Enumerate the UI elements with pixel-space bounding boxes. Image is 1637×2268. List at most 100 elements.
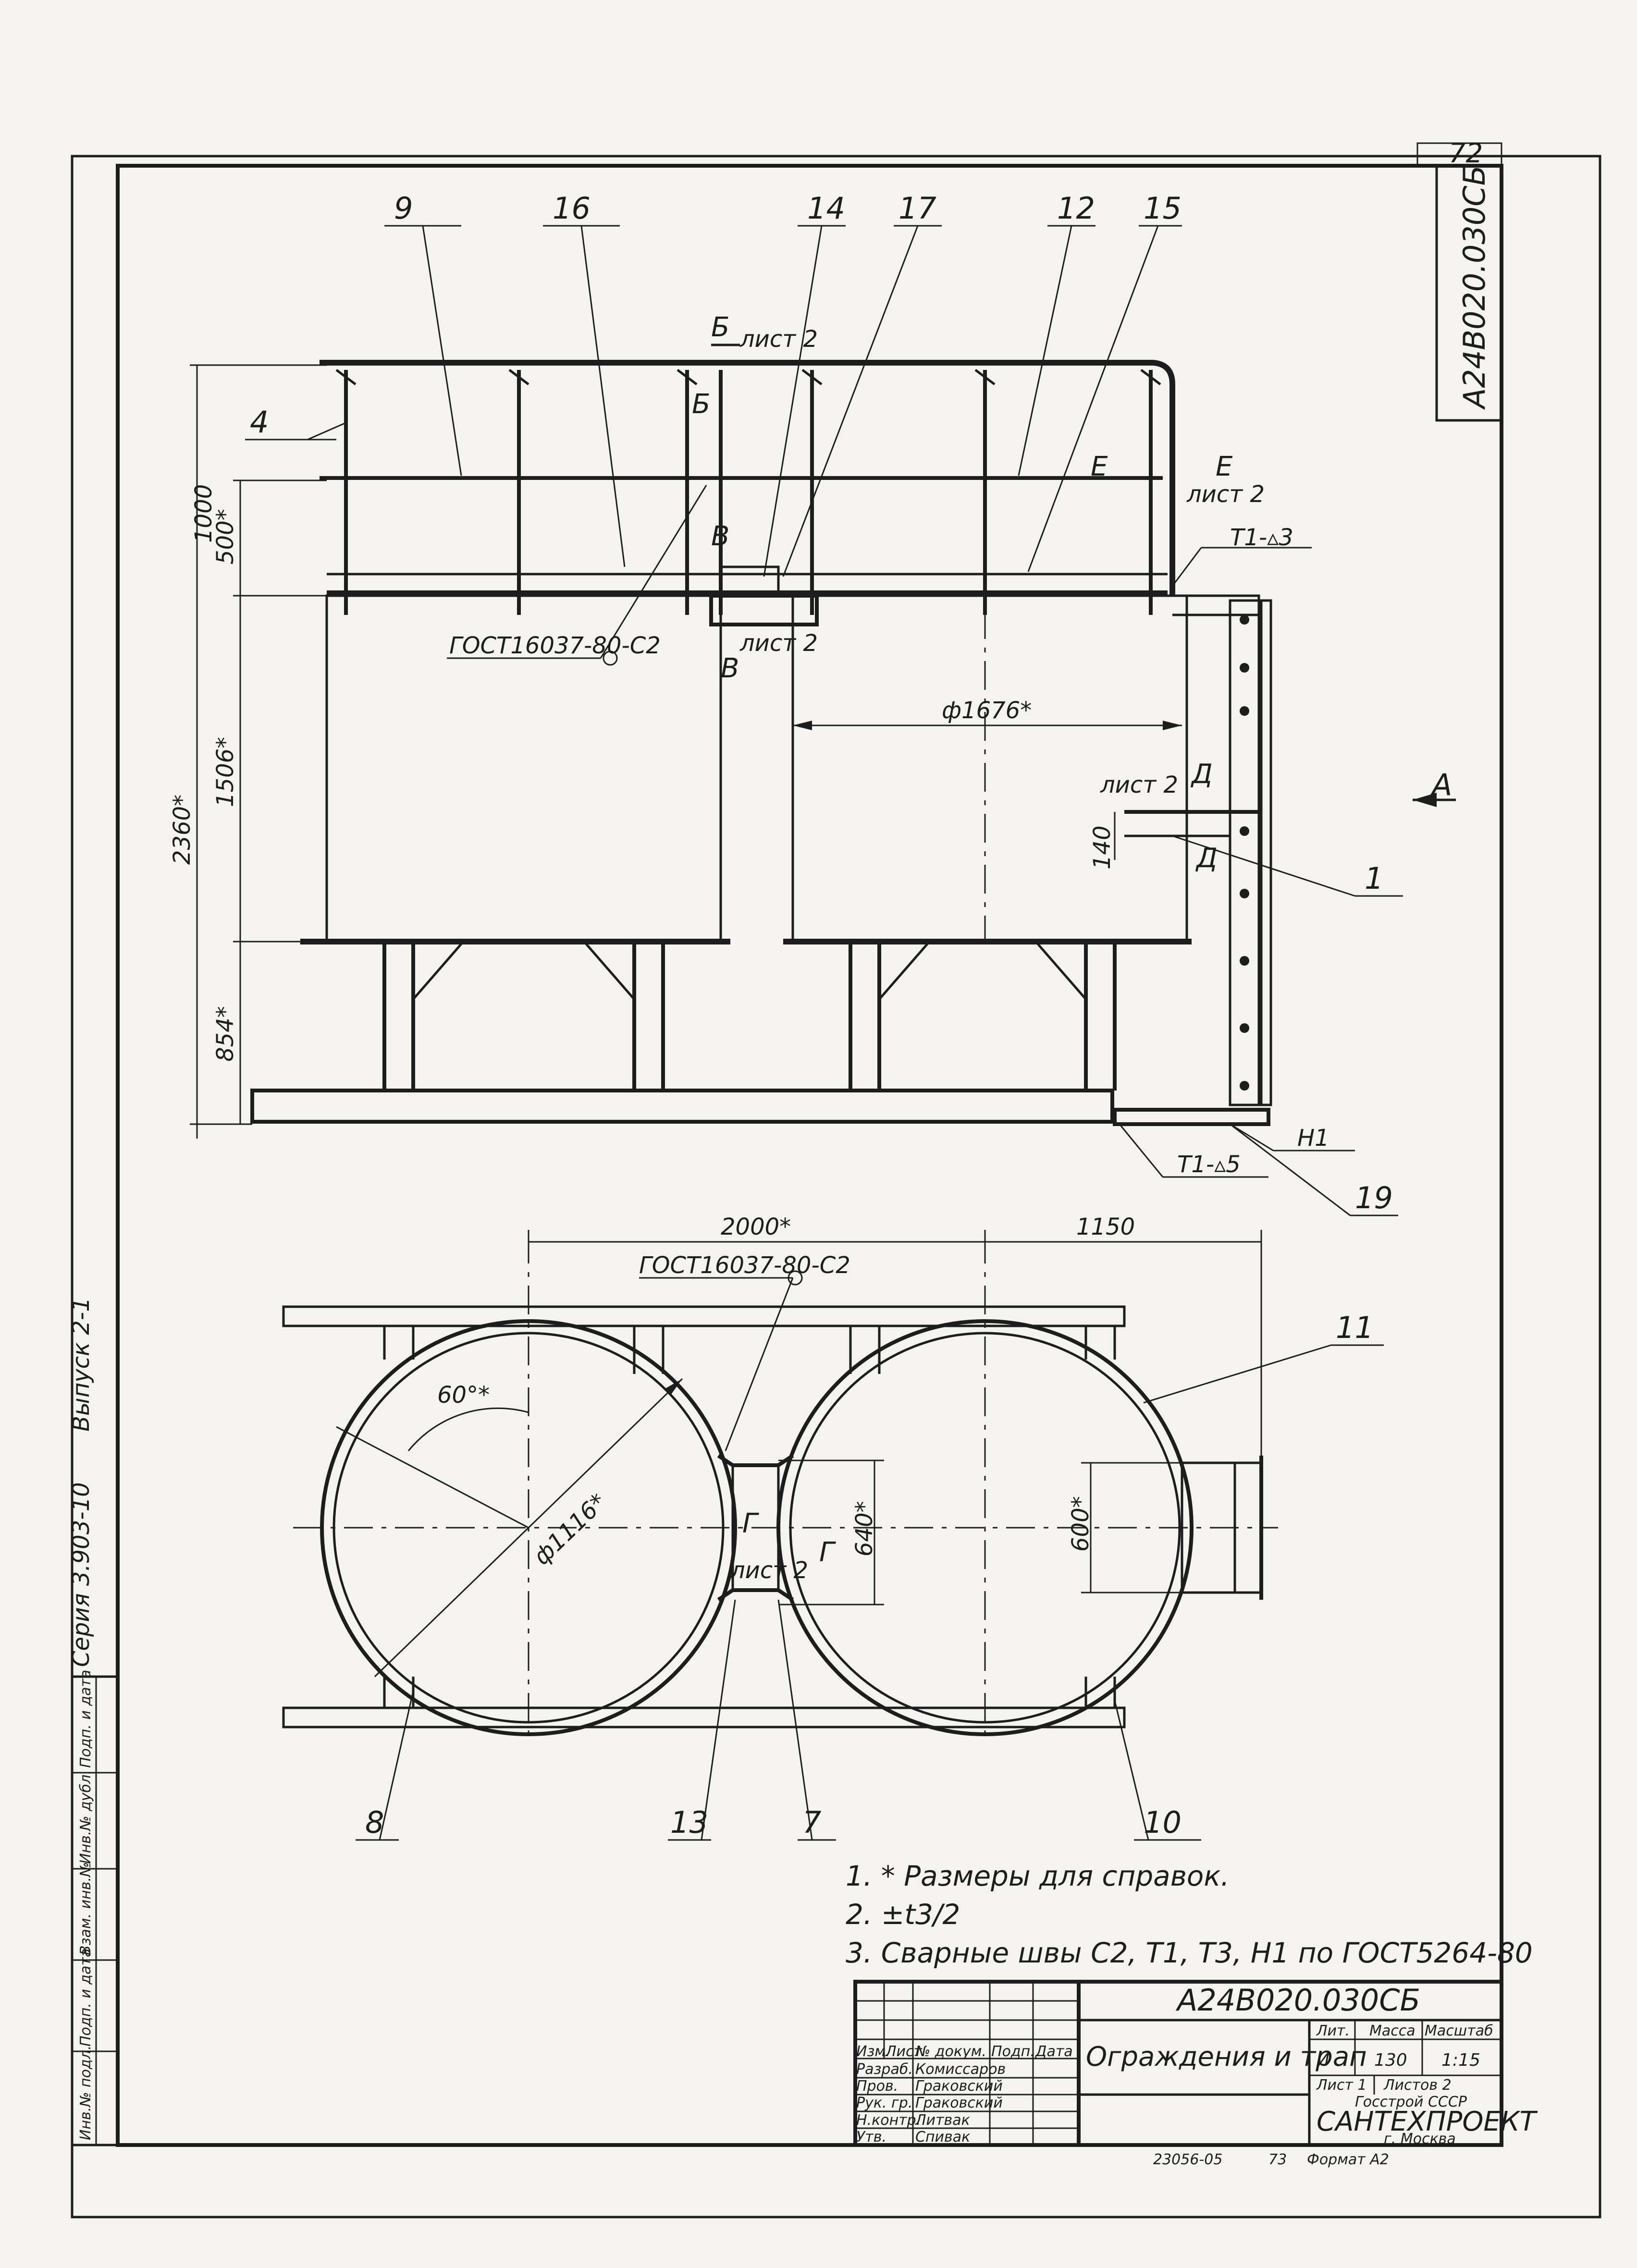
tb-head-data: Дата [1034,2043,1073,2060]
strip-cell-2: Инв.№ дубл. [77,1770,94,1864]
strip-cell-4: Подп. и дата [77,1949,94,2047]
callout-10: 10 [1144,1805,1182,1840]
tb-head-podp: Подп. [991,2043,1035,2060]
inner-frame [116,164,1503,2147]
tb-name-2: Граковский [915,2078,1003,2095]
callouts-plan: 11 8 13 7 10 [356,1310,1384,1841]
callout-9: 9 [394,191,413,226]
strip-cell-5: Инв.№ подл. [77,2046,94,2140]
mark-d-bottom: Д [1195,843,1218,874]
mark-e-right: Е [1216,451,1233,482]
tb-role-6: Утв. [856,2129,886,2145]
tb-role-3: Рук. гр. [856,2095,912,2111]
side-strip: Подп. и дата Инв.№ дубл. Взам. инв.№ Под… [71,1670,119,2146]
callout-15: 15 [1144,191,1182,226]
callout-1: 1 [1365,861,1383,896]
dim-1150: 1150 [1076,1214,1135,1240]
elevation-view: ф1676* 1000 500* 1506* 2360* 854* 140 ГО… [169,312,1456,1178]
tb-role-2: Пров. [856,2078,898,2095]
mark-v-top: В [711,521,729,552]
callout-16: 16 [553,191,591,226]
callout-13: 13 [670,1805,708,1840]
dim-2000: 2000* [721,1214,791,1240]
dim-1506: 1506* [212,737,239,807]
tb-title: Ограждения и трап [1086,2041,1367,2072]
weld-t1-bottom: Т1-▵5 [1177,1151,1241,1178]
dim-500: 500* [212,509,239,564]
tb-sheets: Листов 2 [1383,2077,1452,2094]
mark-b-top: Б [711,312,729,343]
tb-scale: 1:15 [1441,2050,1480,2070]
tb-name-6: Спивак [915,2129,970,2145]
sheet-number: 72 [1449,138,1483,169]
mark-d-top: Д [1190,759,1213,790]
issue-stamp: Выпуск 2-1 [68,1297,95,1432]
callout-19: 19 [1355,1180,1393,1215]
tb-scale-label: Масштаб [1425,2023,1493,2039]
footer-page: 73 [1268,2151,1287,2168]
mark-e-left: Е [1091,451,1108,482]
tb-org-2: САНТЕХПРОЕКТ [1317,2106,1538,2137]
notes: 1. * Размеры для справок. 2. ±t3/2 3. Св… [846,1860,1533,1969]
gost-elevation: ГОСТ16037-80-С2 [449,632,661,659]
dim-d1116: ф1116* [528,1488,612,1570]
footer-order: 23056-05 [1153,2151,1222,2168]
mark-g-left: Г [742,1508,759,1539]
tb-lit-label: Лит. [1316,2023,1350,2039]
tb-lit: И [1317,2050,1329,2070]
footer-format: Формат А2 [1307,2151,1389,2168]
tb-name-5: Литвак [915,2112,970,2129]
tb-sheet: Лист 1 [1316,2077,1367,2094]
tb-mass: 130 [1374,2050,1407,2070]
sheet-ref-e: лист 2 [1186,481,1265,508]
tb-org-1: Госстрой СССР [1355,2094,1467,2110]
outer-frame [71,155,1601,2219]
mark-g-right: Г [819,1537,836,1568]
mark-b-bottom: Б [692,389,710,420]
tb-head-izm: Изм. [856,2043,890,2060]
tb-name-1: Комиссаров [915,2061,1006,2078]
dim-1000: 1000 [190,484,217,543]
sheet-ref-v: лист 2 [739,630,818,657]
strip-cell-1: Подп. и дата [77,1670,94,1768]
tb-mass-label: Масса [1369,2023,1415,2039]
footer: 23056-05 73 Формат А2 [1153,2151,1389,2168]
callout-7: 7 [802,1805,821,1840]
title-block: Изм. Лист № докум. Подп. Дата Разраб. Ко… [853,1980,1538,2147]
weld-h1: Н1 [1297,1125,1329,1152]
note-1: 1. * Размеры для справок. [846,1860,1230,1892]
mark-v-bottom: В [721,653,739,684]
dim-140: 140 [1089,825,1116,870]
note-3: 3. Сварные швы С2, Т1, Т3, Н1 по ГОСТ526… [846,1937,1533,1969]
sheet-ref-d: лист 2 [1100,772,1178,798]
tb-name-3: Граковский [915,2095,1003,2111]
code-box [1435,164,1503,422]
tb-head-list: Лист [885,2043,923,2060]
callout-4: 4 [250,405,269,440]
dim-600: 600* [1067,1496,1094,1552]
sheet-ref-g: лист 2 [730,1557,808,1584]
dim-2360: 2360* [169,795,196,865]
dim-854: 854* [212,1006,239,1062]
callout-12: 12 [1057,191,1095,226]
dim-d1676: ф1676* [942,697,1032,724]
tb-head-ndok: № докум. [914,2043,986,2060]
callouts-elevation: 9 16 14 17 12 15 4 1 19 [245,191,1403,1216]
callout-11: 11 [1336,1310,1374,1345]
note-2: 2. ±t3/2 [846,1898,960,1931]
callout-8: 8 [365,1805,384,1840]
dim-640: 640* [851,1501,878,1557]
tb-code: А24В020.030СБ [1175,1983,1420,2018]
weld-t1-top: Т1-▵3 [1230,524,1293,551]
tb-role-1: Разраб. [856,2061,913,2078]
rotated-doc-code: А24В020.030СБ [1457,165,1492,410]
series-stamp: Серия 3.903-10 [68,1482,95,1667]
dim-angle-60: 60°* [437,1382,490,1409]
callout-14: 14 [807,191,845,226]
tb-role-5: Н.контр. [856,2112,921,2129]
tb-org-3: г. Москва [1384,2131,1456,2147]
callout-17: 17 [899,191,936,226]
gost-plan: ГОСТ16037-80-С2 [639,1252,850,1279]
sheet-ref-b: лист 2 [739,326,818,353]
